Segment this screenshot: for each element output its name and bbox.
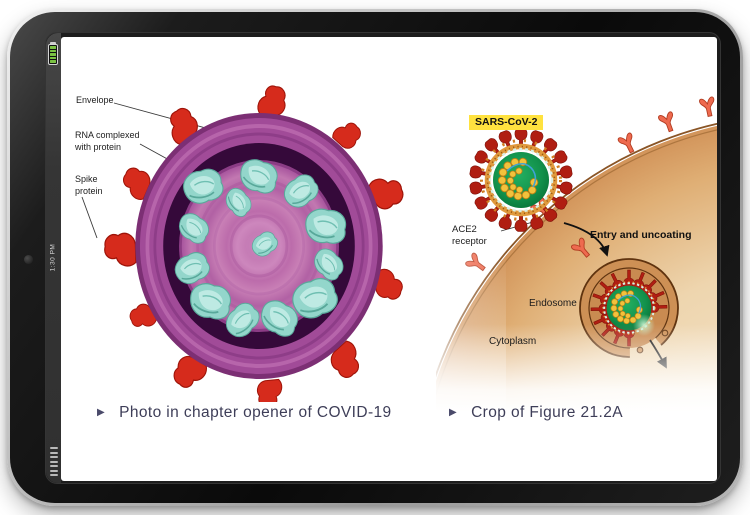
label-entry: Entry and uncoating	[590, 229, 692, 241]
label-endosome: Endosome	[529, 298, 577, 309]
caption-bullet-icon: ▶	[449, 407, 458, 418]
tablet-glass: 1:30 PM	[45, 32, 721, 484]
label-rna-line2: with protein	[75, 142, 122, 152]
ace2-receptor-icon	[698, 96, 717, 118]
sars-cov-2-virion-illustration	[468, 128, 574, 232]
caption-left-text: Photo in chapter opener of COVID-19	[119, 404, 392, 421]
status-time: 1:30 PM	[49, 243, 57, 272]
label-rna-line1: RNA complexed	[75, 130, 140, 140]
speaker-grille-icon	[49, 447, 58, 479]
label-envelope: Envelope	[76, 95, 114, 105]
cell-entry-illustration	[436, 96, 717, 412]
tablet-bezel: 1:30 PM	[10, 12, 740, 503]
label-spike-line2: protein	[75, 186, 103, 196]
label-ace2-line1: ACE2	[452, 224, 477, 235]
front-camera-icon	[24, 255, 33, 264]
virus-cross-section-illustration	[81, 84, 407, 402]
ace2-receptor-icon	[657, 110, 679, 134]
virus-tag: SARS-CoV-2	[469, 115, 544, 130]
caption-right-text: Crop of Figure 21.2A	[471, 404, 623, 421]
caption-bullet-icon: ▶	[97, 407, 106, 418]
tablet-device: 1:30 PM	[7, 9, 743, 506]
label-spike-line1: Spike	[75, 174, 98, 184]
battery-tip	[50, 42, 56, 45]
battery-full-icon	[48, 44, 58, 65]
status-bar: 1:30 PM	[46, 33, 61, 483]
screen-content: Envelope RNA complexed with protein Spik…	[61, 37, 717, 481]
label-ace2-line2: receptor	[452, 236, 487, 247]
caption-right: ▶ Crop of Figure 21.2A	[449, 404, 623, 422]
caption-left: ▶ Photo in chapter opener of COVID-19	[97, 404, 392, 422]
label-cytoplasm: Cytoplasm	[489, 336, 537, 347]
